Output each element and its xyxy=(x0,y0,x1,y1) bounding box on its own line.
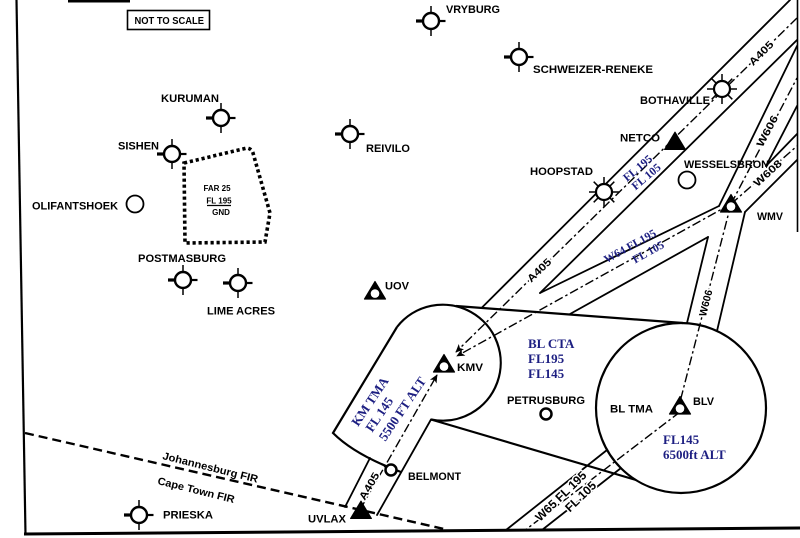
aerodrome-vryburg: VRYBURG xyxy=(414,4,500,38)
waypoint-uvlax: UVLAX xyxy=(308,500,372,526)
bl-cta-label: BL CTA FL195 FL145 xyxy=(528,336,575,381)
aerodrome-reivilo: REIVILO xyxy=(333,117,410,155)
small-ring-icon xyxy=(539,407,553,421)
bl-tma-lower-limit: 6500ft ALT xyxy=(663,447,726,462)
aerodrome-petrusburg: PETRUSBURG xyxy=(507,395,585,421)
aerodrome-lime-acres: LIME ACRES xyxy=(207,266,275,318)
aerodrome-hoopstad: HOOPSTAD xyxy=(530,166,621,209)
aerodrome-label: BOTHAVILLE xyxy=(640,95,710,107)
w65-centerline xyxy=(523,411,681,532)
aerodrome-label: POSTMASBURG xyxy=(138,253,226,265)
bl-cta-lower-limit: FL145 xyxy=(528,366,565,381)
blv-wmv-corridor-edge-east xyxy=(716,211,746,332)
far-25-name: FAR 25 xyxy=(203,184,231,193)
fir-boundary xyxy=(24,431,445,531)
aerodrome-label: VRYBURG xyxy=(446,4,500,16)
navaid-label: UOV xyxy=(385,281,410,293)
wmv-northeast-centerline xyxy=(730,145,798,205)
a405-south-corridor-edge-west xyxy=(344,457,371,508)
a405-corridor-edge-north xyxy=(481,0,791,309)
aerodrome-wesselsbron: WESSELSBRON xyxy=(677,159,769,190)
bl-tma-circle-boundary xyxy=(594,321,768,495)
airway-wmv-northeast xyxy=(730,133,798,213)
navaid-wmv: WMV xyxy=(719,193,784,223)
a405-south-centerline xyxy=(360,374,438,509)
frame-bottom-border xyxy=(23,526,800,536)
bl-cta-upper-limit: FL195 xyxy=(528,351,565,366)
ndb-circle-icon xyxy=(125,194,145,214)
a405-centerline xyxy=(455,17,798,353)
bl-tma-airspace xyxy=(594,321,768,495)
navaid-label: BLV xyxy=(693,396,715,408)
scale-note-text: NOT TO SCALE xyxy=(135,16,205,27)
fir-boundary-line xyxy=(24,431,445,531)
wmv-northeast-corridor-edge-north xyxy=(765,133,798,167)
airway-a405-northeast xyxy=(455,0,798,353)
navaid-uov: UOV xyxy=(363,281,410,300)
wmv-north-corridor-edge-west xyxy=(718,45,798,207)
airway-wmv-north xyxy=(718,45,798,207)
far-25-restricted-area xyxy=(182,146,272,245)
far-25-label: FAR 25 FL 195 GND xyxy=(203,184,232,217)
aerodrome-label: LIME ACRES xyxy=(207,306,275,318)
chart-frame xyxy=(15,0,800,536)
aerodrome-label: SISHEN xyxy=(118,141,159,153)
wmv-north-corridor-edge-east xyxy=(765,105,798,167)
airway-w65 xyxy=(505,411,681,532)
aerodrome-label: WESSELSBRON xyxy=(684,159,769,171)
far-25-upper-limit: FL 195 xyxy=(206,197,232,206)
aerodrome-label: HOOPSTAD xyxy=(530,166,593,178)
airway-a405-south xyxy=(344,374,438,516)
bl-cta-name: BL CTA xyxy=(528,336,575,351)
navaid-label: WMV xyxy=(757,211,784,223)
aerodrome-belmont: BELMONT xyxy=(384,463,461,483)
blv-wmv-corridor-edge-west xyxy=(686,236,709,324)
aerodrome-label: OLIFANTSHOEK xyxy=(32,201,118,213)
aerodrome-postmasburg: POSTMASBURG xyxy=(138,253,226,297)
bl-tma-label: BL TMA FL145 6500ft ALT xyxy=(610,404,726,463)
w65-corridor-edge-north xyxy=(505,449,608,531)
bl-tma-name: BL TMA xyxy=(610,404,653,416)
waypoint-label: NETCO xyxy=(620,133,660,145)
navaid-blv: BLV xyxy=(668,395,715,415)
navaid-kmv: KMV xyxy=(432,353,484,374)
scale-note-box xyxy=(126,9,211,31)
scale-note: NOT TO SCALE xyxy=(126,9,211,31)
aerodrome-label: REIVILO xyxy=(366,143,410,155)
bl-cta-south-boundary xyxy=(430,418,637,482)
far-25-boundary xyxy=(182,146,272,245)
aerodrome-label: KURUMAN xyxy=(161,93,219,105)
far-25-lower-limit: GND xyxy=(212,208,230,217)
aerodrome-prieska: PRIESKA xyxy=(122,498,213,532)
aerodrome-bothaville: BOTHAVILLE xyxy=(640,72,739,107)
waypoint-label: UVLAX xyxy=(308,514,347,526)
wmv-northeast-corridor-edge-south xyxy=(744,159,798,213)
airway-blv-wmv xyxy=(680,203,746,399)
aerodrome-label: BELMONT xyxy=(408,471,461,483)
waypoint-netco: NETCO xyxy=(620,131,686,150)
ndb-circle-icon xyxy=(677,170,697,190)
bl-tma-upper-limit: FL145 xyxy=(663,432,700,447)
aerodrome-label: SCHWEIZER-RENEKE xyxy=(533,64,653,76)
w65-corridor-edge-south xyxy=(541,467,622,531)
aerodrome-sishen: SISHEN xyxy=(118,137,189,171)
aerodrome-olifantshoek: OLIFANTSHOEK xyxy=(32,194,145,214)
w64-corridor-edge-north xyxy=(539,205,720,294)
wmv-north-centerline xyxy=(730,77,798,205)
small-ring-icon xyxy=(384,463,398,477)
aerodrome-kuruman: KURUMAN xyxy=(161,93,238,135)
aerodrome-schweizer-reneke: SCHWEIZER-RENEKE xyxy=(502,40,653,76)
w64-corridor-edge-south xyxy=(569,236,709,315)
a405-corridor-edge-south xyxy=(539,39,798,294)
navaid-label: KMV xyxy=(457,362,484,374)
aerodrome-label: PRIESKA xyxy=(163,510,213,522)
km-tma-circle-boundary xyxy=(396,303,502,422)
airway-w64 xyxy=(456,203,732,357)
a405-south-corridor-edge-east xyxy=(376,418,432,516)
blv-wmv-centerline xyxy=(680,203,732,399)
frame-left-border xyxy=(15,0,27,536)
aerodrome-label: PETRUSBURG xyxy=(507,395,585,407)
